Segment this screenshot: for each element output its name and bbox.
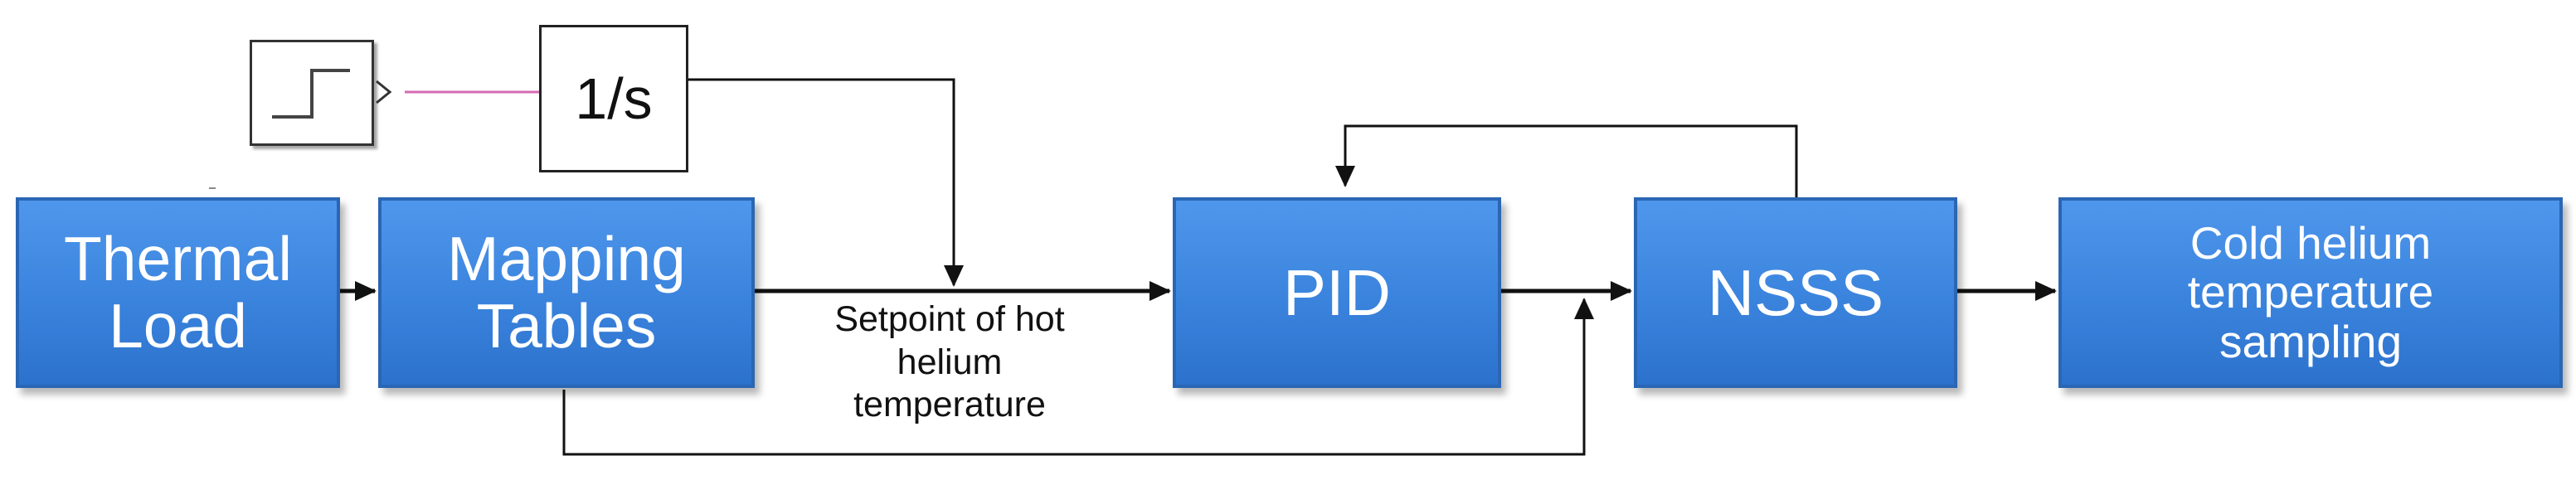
pid-label: PID: [1282, 255, 1392, 329]
mapping-feedforward-line: [562, 298, 1594, 456]
integrator-label: 1/s: [575, 66, 653, 131]
mapping-tables-label: Mapping Tables: [447, 224, 686, 361]
pid-block[interactable]: PID: [1173, 197, 1501, 388]
setpoint-signal-label: Setpoint of hot helium temperature: [834, 299, 1065, 425]
nsss-block[interactable]: NSSS: [1634, 197, 1957, 388]
integrator-output-line: [688, 78, 964, 287]
step-output-port-icon: [376, 80, 392, 104]
cold-helium-sampling-label: Cold helium temperature sampling: [2187, 216, 2434, 367]
nsss-label: NSSS: [1707, 255, 1884, 329]
cold-helium-sampling-block[interactable]: Cold helium temperature sampling: [2058, 197, 2563, 388]
mapping-tables-block[interactable]: Mapping Tables: [378, 197, 755, 388]
integrator-block[interactable]: 1/s: [539, 25, 688, 172]
thermal-load-block[interactable]: Thermal Load: [16, 197, 340, 388]
step-icon: [272, 69, 350, 119]
step-source-block[interactable]: [250, 40, 374, 146]
thermal-load-label: Thermal Load: [63, 224, 293, 361]
nsss-feedback-line: [1335, 124, 1798, 197]
